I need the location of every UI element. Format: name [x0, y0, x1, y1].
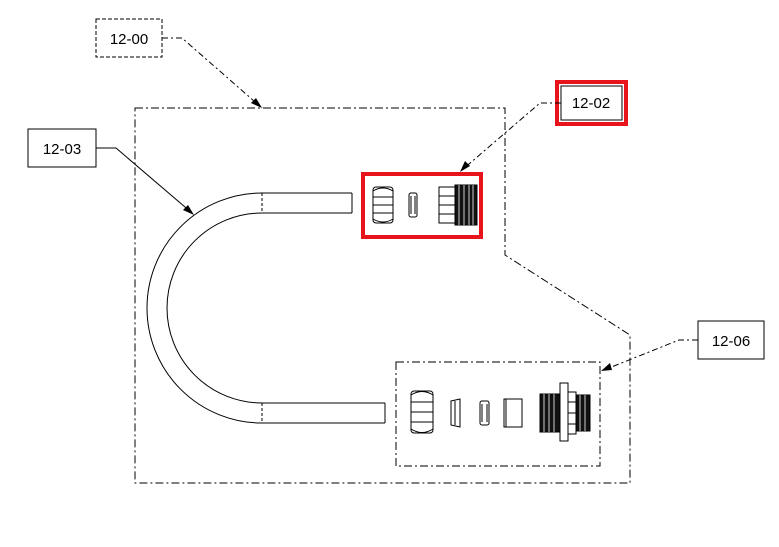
- nut-part: [372, 186, 394, 224]
- arrowhead: [601, 363, 612, 371]
- lower-fitting-kit[interactable]: [410, 382, 591, 442]
- leader-line: [96, 147, 193, 214]
- arrowhead: [183, 205, 194, 215]
- front-ferrule-part: [479, 400, 490, 426]
- threaded-adapter-part: [438, 184, 478, 226]
- nut-part: [410, 390, 434, 434]
- arrowhead: [460, 161, 470, 172]
- leader-line: [162, 37, 263, 109]
- sleeve-part: [503, 398, 523, 428]
- callout-label: 12-02: [572, 95, 610, 112]
- bulkhead-union-part: [539, 382, 591, 442]
- callout-12-00[interactable]: 12-00: [95, 18, 263, 109]
- arrowhead: [251, 98, 262, 108]
- u-tube[interactable]: [146, 192, 386, 424]
- callout-box-highlight: [555, 80, 628, 126]
- tube-inner-edge: [166, 212, 385, 404]
- callout-label: 12-03: [43, 141, 81, 158]
- callout-label: 12-06: [712, 333, 750, 350]
- callout-12-02[interactable]: 12-02: [460, 80, 628, 172]
- upper-fitting-kit[interactable]: [361, 172, 483, 239]
- kit-highlight-box: [361, 172, 483, 239]
- lower-fitting-kit-boundary: [395, 361, 601, 467]
- callout-12-03[interactable]: 12-03: [27, 128, 194, 215]
- leader-line: [603, 339, 698, 371]
- assembly-boundary: [134, 107, 631, 484]
- back-ferrule-part: [450, 398, 461, 428]
- callout-12-06[interactable]: 12-06: [601, 320, 765, 371]
- leader-line: [461, 102, 561, 171]
- tube-outer-edge: [146, 192, 385, 424]
- callout-label: 12-00: [110, 31, 148, 48]
- callout-box: [697, 320, 765, 360]
- ferrule-part: [408, 192, 418, 218]
